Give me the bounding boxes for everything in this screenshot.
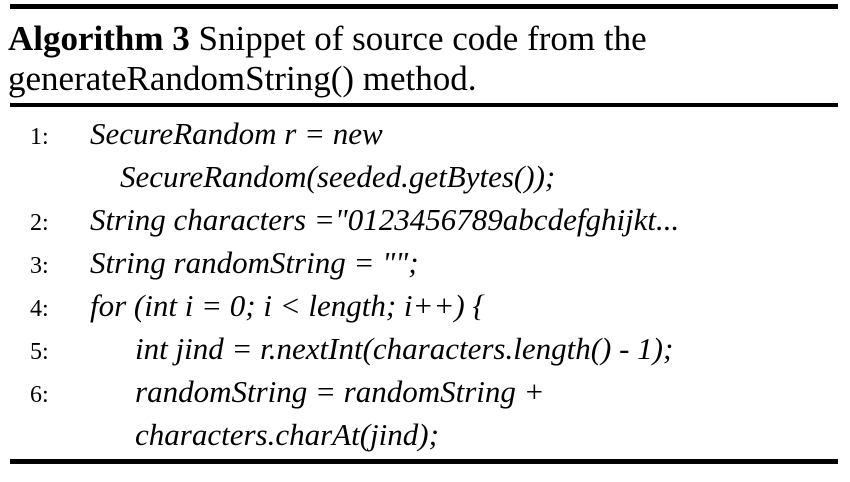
code-line: 5: int jind = r.nextInt(characters.length… bbox=[0, 327, 850, 370]
code-text: int jind = r.nextInt(characters.length()… bbox=[135, 331, 674, 366]
line-number: 5: bbox=[30, 339, 49, 365]
code-text: characters.charAt(jind); bbox=[135, 417, 439, 452]
code-text: randomString = randomString + bbox=[135, 374, 545, 409]
bottom-rule bbox=[10, 459, 838, 464]
code-text: SecureRandom(seeded.getBytes()); bbox=[120, 159, 556, 194]
line-number: 4: bbox=[30, 296, 49, 322]
line-number: 3: bbox=[30, 253, 49, 279]
code-line: 1: SecureRandom r = new bbox=[0, 112, 850, 155]
caption-line-1: Algorithm 3 Snippet of source code from … bbox=[8, 19, 842, 59]
caption-line-2: generateRandomString() method. bbox=[8, 59, 477, 98]
code-text: String randomString = ""; bbox=[90, 245, 419, 280]
line-number: 6: bbox=[30, 382, 49, 408]
code-text: String characters ="0123456789abcdefghij… bbox=[90, 202, 680, 237]
line-number: 1: bbox=[30, 124, 49, 150]
code-line: 4: for (int i = 0; i < length; i++) { bbox=[0, 284, 850, 327]
code-line: 3: String randomString = ""; bbox=[0, 241, 850, 284]
code-text: for (int i = 0; i < length; i++) { bbox=[90, 288, 485, 323]
code-line-continuation: SecureRandom(seeded.getBytes()); bbox=[0, 155, 850, 198]
algorithm-label: Algorithm 3 bbox=[8, 19, 190, 58]
algorithm-caption: Algorithm 3 Snippet of source code from … bbox=[0, 9, 850, 103]
caption-text-1: Snippet of source code from the bbox=[198, 19, 647, 58]
code-line: 2: String characters ="0123456789abcdefgh… bbox=[0, 198, 850, 241]
caption-separator-rule bbox=[10, 103, 838, 107]
top-rule bbox=[10, 4, 838, 9]
code-line-continuation: characters.charAt(jind); bbox=[0, 413, 850, 456]
code-text: SecureRandom r = new bbox=[90, 116, 383, 151]
algorithm-body: 1: SecureRandom r = new SecureRandom(seed… bbox=[0, 107, 850, 456]
code-line: 6: randomString = randomString + bbox=[0, 370, 850, 413]
line-number: 2: bbox=[30, 210, 49, 236]
